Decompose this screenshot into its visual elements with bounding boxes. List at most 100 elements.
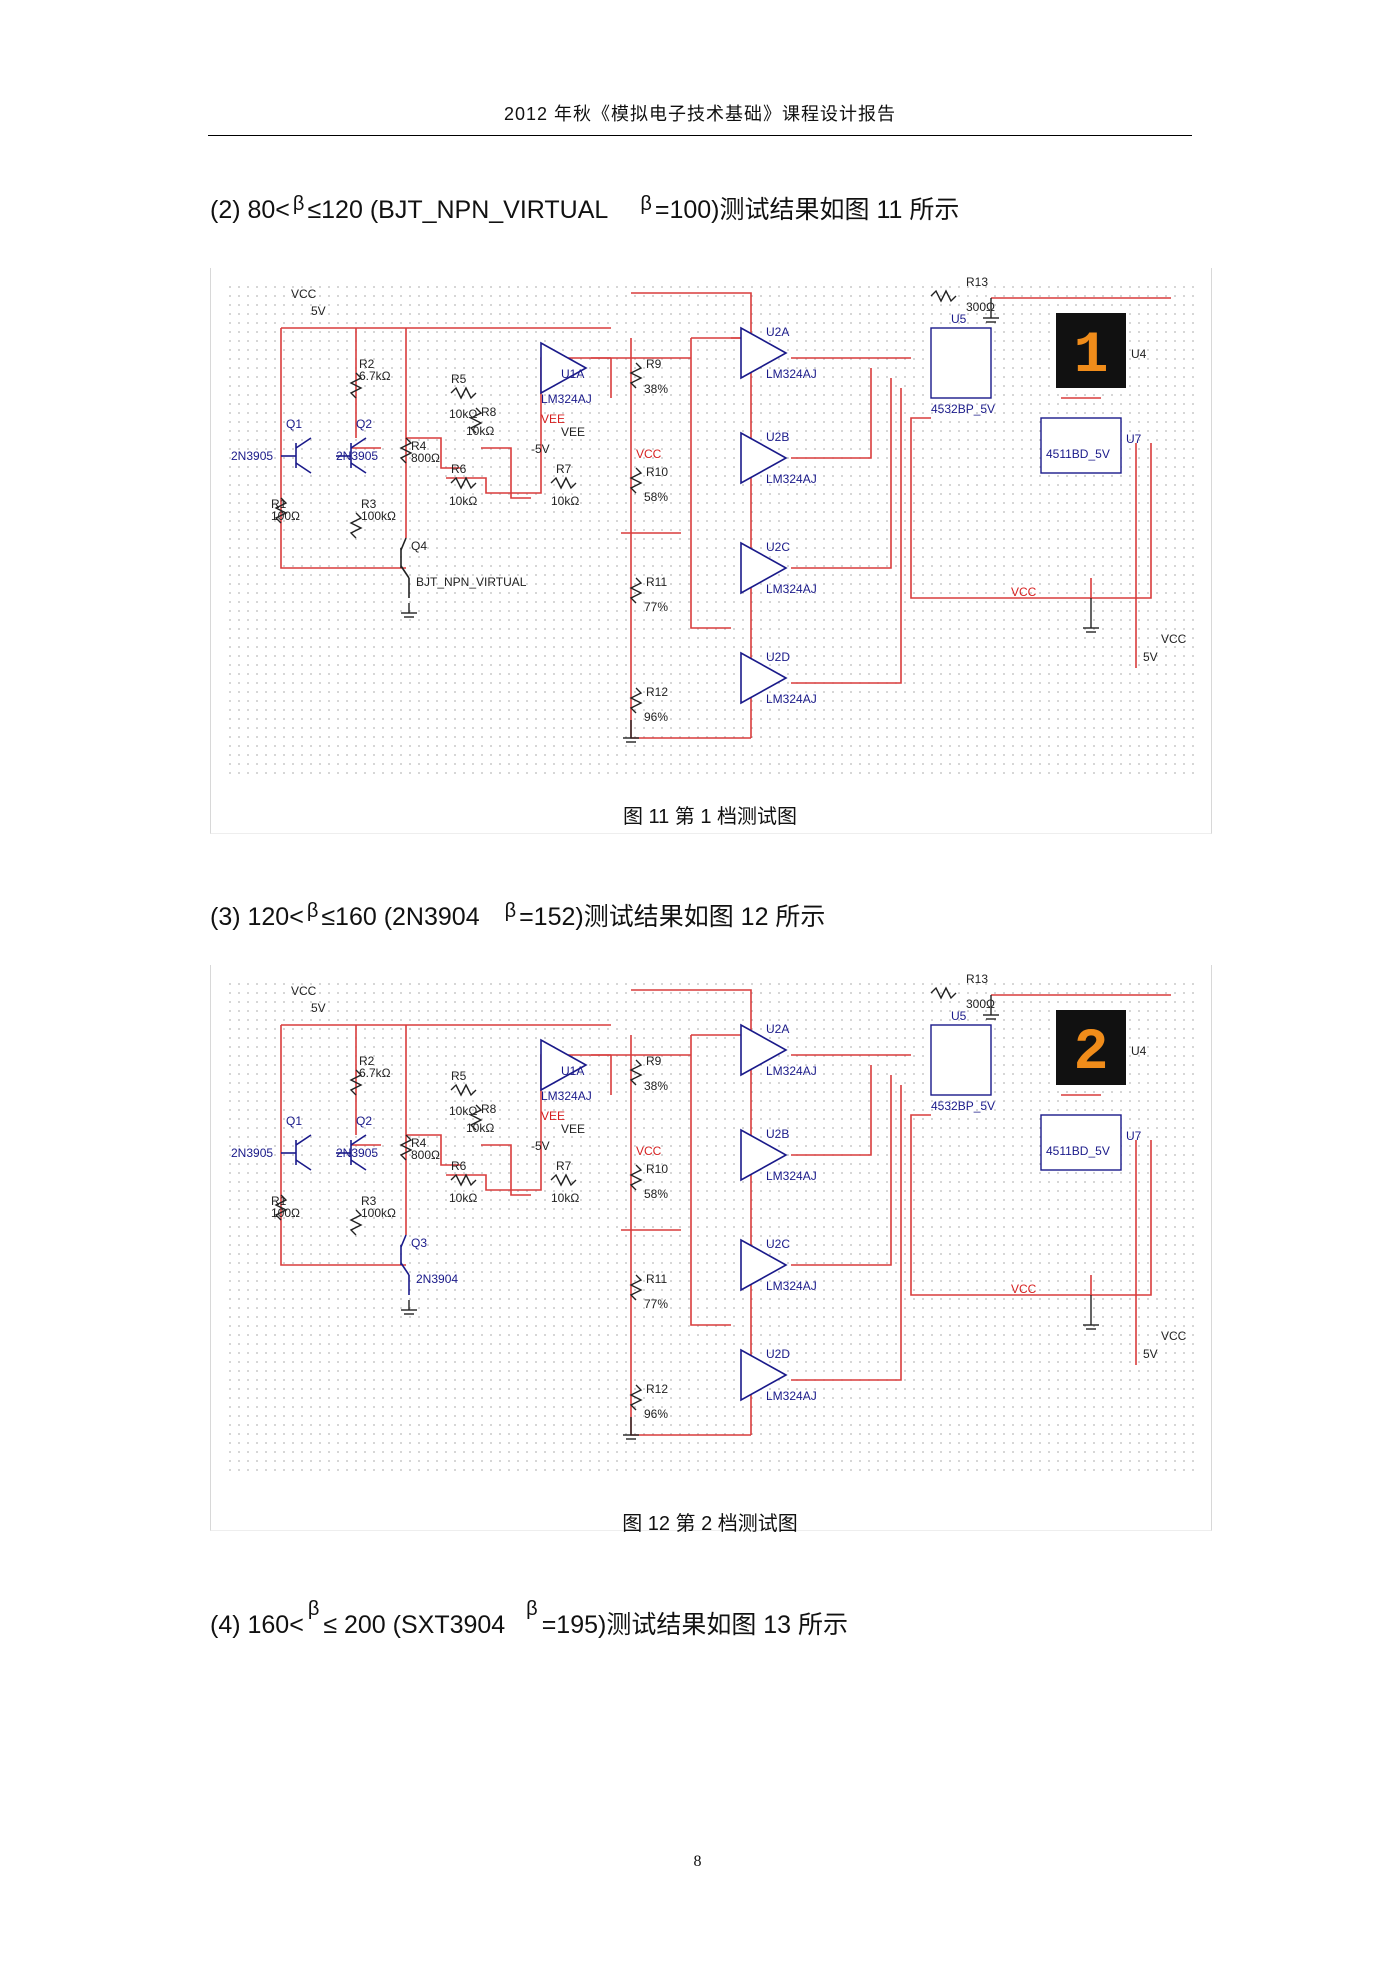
label-r1-value: 100Ω: [271, 1206, 300, 1220]
opamp-u2d: [740, 1348, 788, 1402]
label-vee: VEE: [561, 425, 585, 439]
header-rule: [208, 135, 1192, 136]
figure-11: 1 VCC 5V R2 6.7kΩ Q1 2N3905 Q2 2N3905 R1…: [210, 268, 1212, 834]
label-r7-value: 10kΩ: [551, 1191, 579, 1205]
label-vcc-2: VCC: [1161, 632, 1187, 646]
resistor-r2: [349, 1069, 363, 1096]
opamp-u2c: [740, 541, 788, 595]
label-u2c: U2C: [766, 1237, 790, 1251]
display-digit: 1: [1074, 324, 1109, 389]
potentiometer-r12: [629, 1384, 643, 1411]
label-r6: R6: [451, 462, 467, 476]
label-q3: Q3: [411, 1236, 427, 1250]
label-u1a: U1A: [561, 367, 584, 381]
resistor-r8: [469, 407, 483, 434]
transistor-q1: [281, 437, 312, 474]
resistor-r3: [349, 1209, 363, 1236]
resistor-r5: [450, 386, 477, 400]
label-u1a: U1A: [561, 1064, 584, 1078]
beta-symbol: β: [307, 1598, 320, 1620]
resistor-r1: [274, 1194, 288, 1221]
label-r5: R5: [451, 372, 467, 386]
label-r9-percent: 38%: [644, 1079, 668, 1093]
label-r1-value: 100Ω: [271, 509, 300, 523]
label-vee-net: VEE: [541, 1109, 565, 1123]
resistor-r13: [930, 289, 957, 303]
opamp-u2d: [740, 651, 788, 705]
label-r12-percent: 96%: [644, 1407, 668, 1421]
label-r3: R3: [361, 497, 377, 511]
transistor-q2: [336, 437, 367, 474]
label-r11: R11: [646, 575, 667, 589]
resistor-r4: [399, 437, 413, 464]
label-r7: R7: [556, 1159, 572, 1173]
label-r8-value: 10kΩ: [466, 424, 494, 438]
label-r3-value: 100kΩ: [361, 1206, 396, 1220]
page-number: 8: [693, 1853, 702, 1870]
encoder-u5: [930, 1024, 992, 1096]
label-r9-percent: 38%: [644, 382, 668, 396]
display-digit: 2: [1074, 1021, 1109, 1086]
label-u2d: U2D: [766, 650, 790, 664]
item-suffix: =195)测试结果如图 13 所示: [541, 1611, 849, 1639]
label-vcc-net-2: VCC: [1011, 585, 1037, 599]
label-vee-voltage: -5V: [531, 1139, 550, 1153]
label-u2a-model: LM324AJ: [766, 367, 817, 381]
item-mid: ≤160 (2N3904: [321, 903, 480, 931]
label-r13-value: 300Ω: [966, 997, 995, 1011]
label-r12: R12: [646, 685, 668, 699]
potentiometer-r10: [629, 467, 643, 494]
label-r4: R4: [411, 439, 427, 453]
label-q1-model: 2N3905: [231, 449, 273, 463]
opamp-u1a: [540, 1038, 588, 1092]
beta-symbol: β: [292, 193, 305, 215]
transistor-q3: [400, 1234, 410, 1295]
label-r9: R9: [646, 1054, 662, 1068]
decoder-u7: [1040, 417, 1122, 474]
label-u2b-model: LM324AJ: [766, 472, 817, 486]
label-u5: U5: [951, 1009, 967, 1023]
transistor-q4: [400, 537, 410, 598]
label-r10-percent: 58%: [644, 490, 668, 504]
figure-12: 2 VCC 5V R2 6.7kΩ Q1 2N3905 Q2 2N3905 R1…: [210, 965, 1212, 1531]
label-r6: R6: [451, 1159, 467, 1173]
seven-segment-display-u4: [1056, 1010, 1126, 1085]
label-q4-model: BJT_NPN_VIRTUAL: [416, 575, 527, 589]
label-r6-value: 10kΩ: [449, 1191, 477, 1205]
item-2: (2) 80<β≤120 (BJT_NPN_VIRTUAL β=100)测试结果…: [210, 190, 959, 226]
label-u5-model: 4532BP_5V: [931, 1099, 995, 1113]
label-u1a-model: LM324AJ: [541, 1089, 592, 1103]
label-5v: 5V: [311, 1001, 326, 1015]
beta-symbol: β: [526, 1598, 538, 1620]
label-q2-model: 2N3905: [336, 1146, 378, 1160]
label-5v-2: 5V: [1143, 1347, 1158, 1361]
label-r4-value: 800Ω: [411, 1148, 440, 1162]
item-suffix: =152)测试结果如图 12 所示: [519, 903, 826, 931]
figure-12-caption: 图 12 第 2 档测试图: [622, 1513, 798, 1535]
potentiometer-r9: [629, 1059, 643, 1086]
label-r2: R2: [359, 357, 375, 371]
label-r11-percent: 77%: [644, 600, 668, 614]
potentiometer-r10: [629, 1164, 643, 1191]
label-q4: Q4: [411, 539, 427, 553]
label-vcc-net: VCC: [636, 447, 662, 461]
label-r4-value: 800Ω: [411, 451, 440, 465]
label-q2: Q2: [356, 1114, 372, 1128]
item-prefix: (4) 160<: [210, 1611, 304, 1639]
seven-segment-display-u4: [1056, 313, 1126, 388]
circuit-schematic-11: 1 VCC 5V R2 6.7kΩ Q1 2N3905 Q2 2N3905 R1…: [226, 275, 1201, 780]
label-r3: R3: [361, 1194, 377, 1208]
label-r7: R7: [556, 462, 572, 476]
beta-symbol: β: [306, 900, 319, 922]
label-r12: R12: [646, 1382, 668, 1396]
label-vcc-2: VCC: [1161, 1329, 1187, 1343]
label-r10-percent: 58%: [644, 1187, 668, 1201]
opamp-u2c: [740, 1238, 788, 1292]
label-r6-value: 10kΩ: [449, 494, 477, 508]
label-r11-percent: 77%: [644, 1297, 668, 1311]
potentiometer-r12: [629, 687, 643, 714]
transistor-q2: [336, 1134, 367, 1171]
beta-symbol: β: [504, 900, 517, 922]
resistor-r1: [274, 497, 288, 524]
label-u2c-model: LM324AJ: [766, 582, 817, 596]
